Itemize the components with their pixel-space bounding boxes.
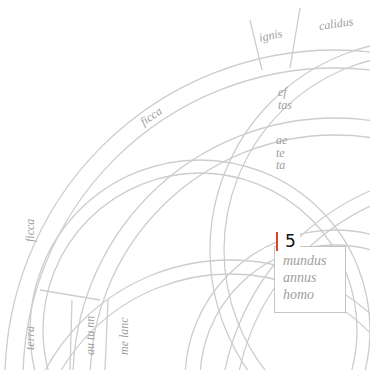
interlock-band	[220, 170, 370, 370]
inner-ring	[185, 230, 370, 370]
segment-divider	[70, 300, 72, 370]
middle-ring	[90, 135, 370, 370]
interlock-band	[210, 40, 370, 370]
interlock-band	[234, 184, 370, 370]
inner-ring	[200, 245, 370, 370]
outer-ring	[23, 68, 370, 370]
segment-divider	[105, 300, 108, 370]
rota-label: calidus	[318, 15, 354, 32]
rota-label: au tu nn	[84, 316, 96, 355]
interlock-band	[43, 173, 357, 370]
rota-label: me lanc	[118, 317, 130, 355]
segment-divider	[290, 8, 300, 68]
rota-label: terra	[24, 326, 36, 350]
rota-label: ef tas	[278, 86, 292, 111]
box-text: mundus annus homo	[283, 253, 335, 303]
middle-ring	[73, 118, 370, 370]
rota-label: ae te ta	[276, 134, 288, 172]
segment-divider	[40, 290, 100, 300]
center-box: mundus annus homo	[274, 246, 346, 313]
rota-label: ficca	[24, 219, 36, 242]
callout-number: 5	[276, 232, 300, 251]
interlock-band	[224, 54, 370, 370]
interlock-band	[30, 160, 370, 370]
segment-divider	[250, 20, 262, 70]
outer-ring	[5, 50, 370, 370]
rota-label: ficca	[138, 105, 164, 128]
rota-label: ignis	[258, 27, 283, 44]
